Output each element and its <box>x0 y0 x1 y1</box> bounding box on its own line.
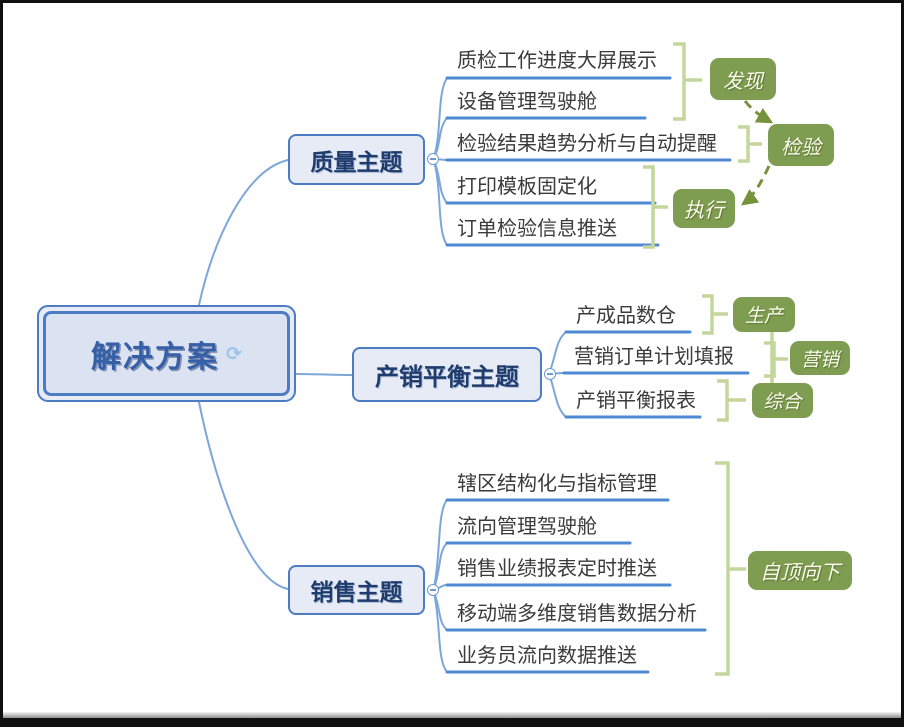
child-node[interactable]: 检验结果趋势分析与自动提醒 <box>457 131 717 155</box>
child-node[interactable]: 业务员流向数据推送 <box>457 643 637 667</box>
child-node[interactable]: 移动端多维度销售数据分析 <box>457 601 697 625</box>
summary-tag-topdown[interactable]: 自顶向下 <box>748 551 852 590</box>
child-node[interactable]: 质检工作进度大屏展示 <box>457 48 657 72</box>
relation-arrows <box>740 100 774 206</box>
window-bottom-edge <box>3 712 901 718</box>
mindmap-canvas[interactable]: 解决方案 ⟳ 质量主题 产销平衡主题 销售主题 质检工作进度大屏展示 设备管理驾… <box>3 3 901 718</box>
minus-icon <box>547 373 553 375</box>
child-node[interactable]: 流向管理驾驶舱 <box>457 514 597 538</box>
topic-balance[interactable]: 产销平衡主题 <box>352 347 542 402</box>
child-node[interactable]: 产成品数仓 <box>576 303 676 327</box>
child-node[interactable]: 辖区结构化与指标管理 <box>457 471 657 495</box>
child-underlines <box>445 76 750 674</box>
connector-layer <box>198 42 788 676</box>
minus-icon <box>430 158 436 160</box>
child-node[interactable]: 设备管理驾驶舱 <box>457 89 597 113</box>
topic-sales-label: 销售主题 <box>310 580 403 606</box>
child-node[interactable]: 打印模板固定化 <box>457 174 597 198</box>
minus-icon <box>430 589 436 591</box>
root-label: 解决方案 <box>91 339 220 375</box>
child-node[interactable]: 销售业绩报表定时推送 <box>457 556 657 580</box>
root-branch-curves <box>198 159 353 590</box>
collapse-toggle-balance[interactable] <box>544 368 556 380</box>
root-node[interactable]: 解决方案 ⟳ <box>37 305 296 402</box>
topic-quality[interactable]: 质量主题 <box>288 134 425 185</box>
child-node[interactable]: 订单检验信息推送 <box>457 216 617 240</box>
summary-tag-discover[interactable]: 发现 <box>710 58 776 100</box>
topic-sales[interactable]: 销售主题 <box>288 565 425 615</box>
summary-tag-overall[interactable]: 综合 <box>752 383 813 418</box>
topic-quality-label: 质量主题 <box>310 149 403 176</box>
cycle-icon[interactable]: ⟳ <box>226 342 242 365</box>
topic-balance-label: 产销平衡主题 <box>375 363 519 391</box>
summary-tag-execute[interactable]: 执行 <box>673 189 735 228</box>
child-node[interactable]: 产销平衡报表 <box>576 388 696 412</box>
child-node[interactable]: 营销订单计划填报 <box>574 344 734 368</box>
collapse-toggle-quality[interactable] <box>427 153 439 165</box>
summary-tag-market[interactable]: 营销 <box>790 341 850 375</box>
summary-brackets <box>643 42 788 676</box>
summary-tag-produce[interactable]: 生产 <box>733 297 795 332</box>
root-node-inner: 解决方案 ⟳ <box>43 311 290 396</box>
collapse-toggle-sales[interactable] <box>427 584 439 596</box>
summary-tag-inspect[interactable]: 检验 <box>768 124 834 166</box>
